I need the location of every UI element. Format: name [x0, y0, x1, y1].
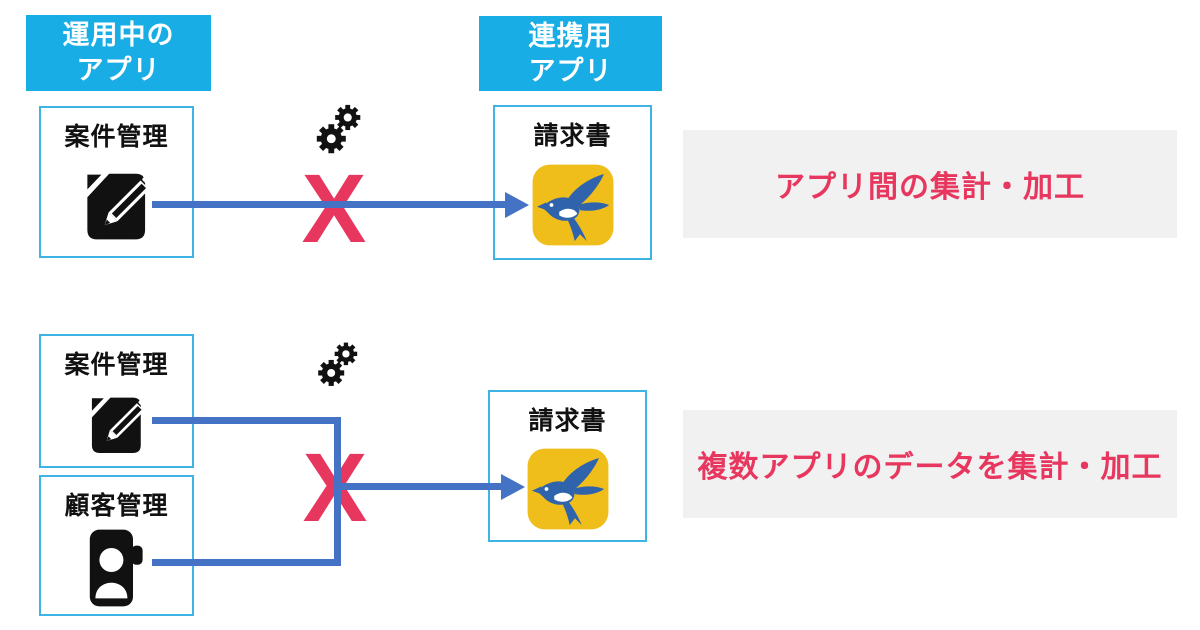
connector-line-bottom-arrow	[338, 483, 503, 490]
app-box-title: 請求書	[528, 407, 607, 435]
callout-text: 複数アプリのデータを集計・加工	[697, 451, 1163, 484]
gears-icon	[316, 104, 361, 154]
document-edit-icon	[86, 173, 154, 239]
app-box-invoice-top: 請求書	[493, 105, 652, 260]
app-box-invoice-bottom: 請求書	[488, 390, 647, 542]
connector-line-customer-stub	[152, 559, 341, 566]
large-gear	[318, 359, 345, 386]
connector-line-case-stub	[152, 417, 341, 424]
column-header-integration-app: 連携用 アプリ	[479, 16, 662, 91]
connector-line-vertical-join	[334, 417, 341, 566]
large-gear	[316, 124, 346, 154]
small-gear	[335, 104, 361, 131]
arrowhead-top	[505, 192, 529, 218]
column-header-line: アプリ	[76, 55, 161, 85]
icon-wrap	[78, 153, 156, 256]
column-header-line: 運用中の	[62, 20, 175, 50]
gears-icon	[318, 342, 358, 386]
column-header-line: 連携用	[528, 20, 613, 51]
document-edit-icon	[91, 397, 148, 453]
icon-wrap	[528, 152, 618, 258]
icon-wrap	[84, 381, 150, 466]
icon-wrap	[85, 522, 149, 614]
callout-multi-app-aggregation: 複数アプリのデータを集計・加工	[683, 410, 1177, 518]
icon-wrap	[523, 437, 613, 540]
swallow-app-icon	[532, 164, 613, 246]
connector-line-top	[152, 201, 507, 208]
column-header-operating-apps: 運用中の アプリ	[26, 15, 211, 91]
blocked-cross-top: X	[301, 154, 367, 263]
app-box-case-management-bottom: 案件管理	[39, 334, 194, 468]
small-gear	[334, 342, 358, 366]
app-box-customer-management: 顧客管理	[39, 475, 194, 616]
contact-book-icon	[89, 529, 143, 607]
app-box-case-management-top: 案件管理	[39, 106, 194, 258]
callout-text: アプリ間の集計・加工	[775, 171, 1085, 204]
app-box-title: 請求書	[533, 122, 612, 150]
swallow-app-icon	[527, 448, 608, 529]
column-header-line: アプリ	[528, 55, 613, 86]
app-box-title: 案件管理	[64, 123, 169, 151]
arrowhead-bottom	[501, 474, 525, 500]
callout-app-aggregation: アプリ間の集計・加工	[683, 130, 1177, 238]
app-box-title: 案件管理	[64, 351, 169, 379]
app-box-title: 顧客管理	[64, 492, 169, 520]
